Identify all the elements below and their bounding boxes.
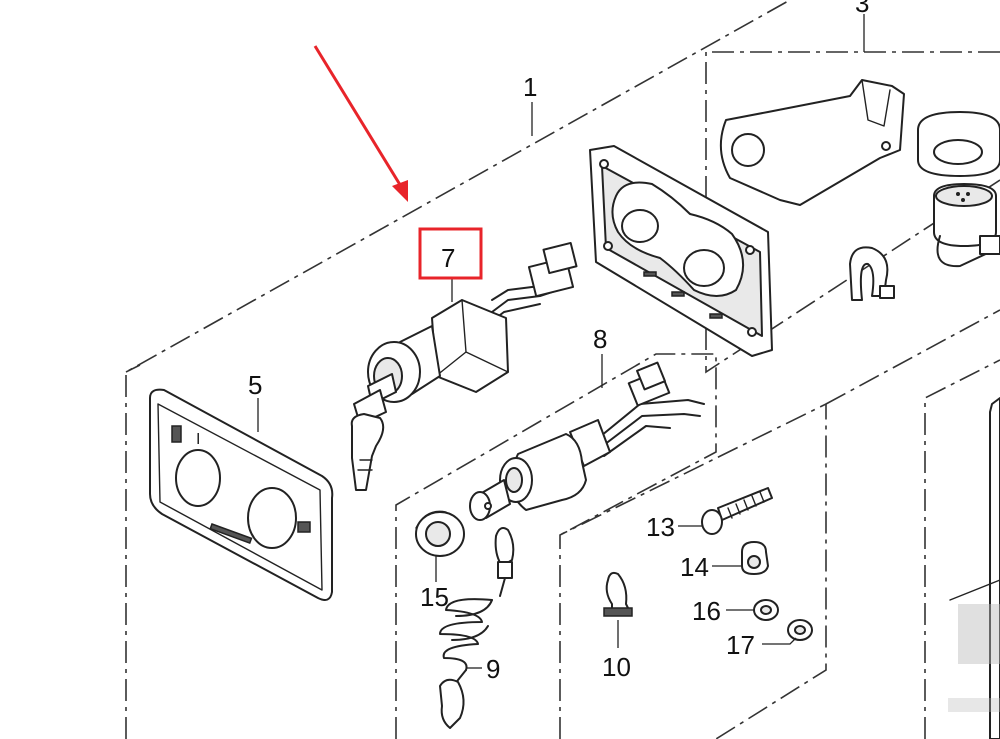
part-cable-clamp	[849, 246, 895, 301]
part-10-clip	[603, 571, 633, 617]
callout-16[interactable]: 16	[692, 596, 721, 626]
highlight-box	[418, 227, 483, 280]
part-3-bracket	[719, 79, 905, 206]
callout-8[interactable]: 8	[593, 324, 607, 354]
part-13-screw	[701, 487, 773, 535]
part-16-washer	[753, 599, 779, 621]
boundary-assembly-right	[924, 359, 1000, 739]
red-arrow	[313, 45, 408, 202]
part-17-washer	[787, 619, 813, 641]
boundary-assembly-1-inner	[125, 364, 141, 373]
callout-14[interactable]: 14	[680, 552, 709, 582]
part-15-grommet	[415, 510, 465, 557]
callout-13[interactable]: 13	[646, 512, 675, 542]
part-14-collar	[741, 541, 769, 575]
leader-17	[762, 637, 797, 645]
part-buzzer	[933, 183, 1000, 268]
callout-1[interactable]: 1	[523, 72, 537, 102]
arrow-head	[392, 180, 408, 202]
callout-9[interactable]: 9	[486, 654, 500, 684]
part-8-stop-switch	[469, 361, 705, 521]
part-7-ignition-switch	[350, 241, 578, 491]
callout-17[interactable]: 17	[726, 630, 755, 660]
part-collar	[917, 111, 1000, 177]
arrow-shaft	[313, 45, 404, 189]
part-5-front-panel: I	[149, 388, 334, 601]
svg-text:I: I	[196, 431, 200, 448]
leader-lines	[257, 14, 865, 669]
callout-3[interactable]: 3	[855, 0, 869, 18]
callout-labels: 1 3 5 7 8 9 10 13 14 15 16 17	[248, 0, 869, 684]
part-9-lanyard	[439, 527, 515, 729]
part-right-panel	[948, 397, 1000, 739]
callout-15[interactable]: 15	[420, 582, 449, 612]
part-gasket-plate	[589, 145, 773, 357]
boundary-assembly-right-outer	[825, 309, 1000, 405]
callout-5[interactable]: 5	[248, 370, 262, 400]
boundary-assembly-8	[395, 353, 717, 739]
boundary-assembly-1	[125, 0, 791, 739]
callout-10[interactable]: 10	[602, 652, 631, 682]
callout-7[interactable]: 7	[441, 243, 455, 273]
